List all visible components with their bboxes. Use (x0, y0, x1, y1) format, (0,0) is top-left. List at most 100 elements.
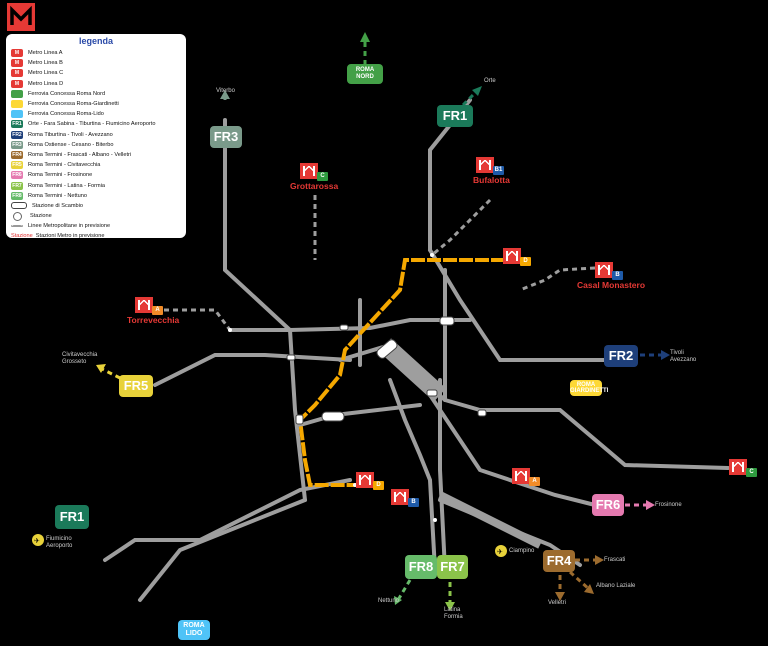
legend-item-label: Metro Linea A (28, 50, 63, 57)
metro-d-line (297, 258, 505, 487)
legend-item-label: Metro Linea B (28, 60, 63, 67)
metro-station-grottarossa[interactable]: C Grottarossa (290, 163, 338, 191)
roma-lido-badge[interactable]: ROMA LIDO (178, 620, 210, 640)
track-lido (138, 498, 307, 602)
fr6-badge[interactable]: FR6 (592, 494, 624, 516)
svg-text:✈: ✈ (497, 549, 503, 556)
fr4-badge[interactable]: FR4 (543, 550, 575, 572)
legend-item-label: Orte - Fara Sabina - Tiburtina - Fiumici… (28, 121, 156, 128)
legend-item-label: Ferrovia Concessa Roma-Lido (28, 111, 104, 118)
metro-station-casal-monastero[interactable]: B Casal Monastero (577, 262, 645, 290)
metro-m-icon: D (503, 248, 531, 266)
legend-item-label: Ferrovia Concessa Roma-Giardinetti (28, 101, 119, 108)
track-fr2 (428, 248, 617, 362)
destination-tivoli: Tivoli Avezzano (670, 350, 697, 363)
metro-b-south-terminal[interactable]: B (391, 489, 419, 507)
legend-swatch-icon: FR7 (11, 181, 23, 190)
track-fr5 (153, 353, 352, 387)
metro-line-letter: D (373, 481, 384, 490)
metro-station-bufalotta[interactable]: B1 Bufalotta (473, 157, 510, 185)
metro-line-letter: A (152, 306, 163, 315)
metro-m-icon: B (391, 489, 419, 507)
fr1-south-badge[interactable]: FR1 (55, 505, 89, 529)
svg-text:✈: ✈ (34, 538, 40, 545)
exchange-symbol-icon (11, 202, 27, 210)
legend-swatch-icon: FR6 (11, 171, 23, 180)
fr3-badge[interactable]: FR3 (210, 126, 242, 148)
destination-latina: Latina Formia (444, 607, 463, 620)
fr1-north-badge[interactable]: FR1 (437, 105, 473, 127)
metro-d-south-terminal[interactable]: D (356, 472, 384, 490)
metro-d-north-terminal[interactable]: D (503, 248, 531, 266)
legend-item: M Metro Linea D (11, 79, 181, 89)
legend-item-label: Metro Linea D (28, 80, 64, 87)
metro-m-icon: A (135, 297, 163, 315)
legend-item-label: Roma Tiburtina - Tivoli - Avezzano (28, 131, 113, 138)
legend-item-label: Metro Linea C (28, 70, 64, 77)
legend-swatch-icon (11, 100, 23, 109)
legend-item-label: Roma Termini - Latina - Formia (28, 182, 105, 189)
legend-swatch-icon: FR3 (11, 140, 23, 149)
metro-c-east-terminal[interactable]: C (729, 459, 757, 477)
metro-line-letter: D (520, 257, 531, 266)
legend-item-label: Roma Termini - Civitavecchia (28, 162, 101, 169)
legend-swatch-icon: FR8 (11, 191, 23, 200)
dashed-line-icon (11, 225, 23, 228)
metro-line-letter: B (612, 271, 623, 280)
legend-swatch-icon (11, 89, 23, 98)
metro-line-letter: C (746, 468, 757, 477)
legend-item-label: Roma Termini - Nettuno (28, 192, 87, 199)
legend-item: FR2 Roma Tiburtina - Tivoli - Avezzano (11, 130, 181, 140)
fr2-badge[interactable]: FR2 (604, 345, 638, 367)
legend-swatch-icon (11, 110, 23, 119)
legend-station-row: Stazione (11, 211, 181, 221)
fr7-badge[interactable]: FR7 (437, 555, 468, 579)
fr5-badge[interactable]: FR5 (119, 375, 153, 397)
roma-giardinetti-badge[interactable]: ROMA GIARDINETTI (570, 380, 609, 396)
legend-swatch-icon: M (11, 69, 23, 78)
destination-velletri: Velletri (548, 600, 567, 606)
legend-exchange-row: Stazione di Scambio (11, 201, 181, 211)
roma-nord-badge[interactable]: ROMA NORD (347, 64, 383, 84)
destination-viterbo: Viterbo (216, 88, 235, 94)
legend-exchange-label: Stazione di Scambio (32, 202, 83, 209)
metro-line-letter: B (408, 498, 419, 507)
legend-swatch-icon: M (11, 59, 23, 68)
metro-logo (7, 3, 35, 31)
destination-frosinone: Frosinone (655, 502, 682, 508)
fr4-corridor (438, 491, 542, 549)
metro-station-torrevecchia[interactable]: A Torrevecchia (127, 297, 179, 325)
legend-swatch-icon: M (11, 79, 23, 88)
legend-item: FR8 Roma Termini - Nettuno (11, 191, 181, 201)
metro-m-icon: B1 (476, 157, 504, 175)
metro-m-icon: C (729, 459, 757, 477)
destination-albano: Albano Laziale (596, 583, 636, 589)
legend-planned-lines-row: Linee Metropolitane in previsione (11, 221, 181, 231)
destination-fiumicino: Fiumicino Aeroporto (46, 536, 73, 549)
station-name: Bufalotta (473, 175, 510, 185)
station-name: Torrevecchia (127, 315, 180, 325)
station-symbol-icon (13, 211, 22, 221)
track-fr7 (438, 378, 447, 572)
fr8-badge[interactable]: FR8 (405, 555, 437, 579)
metro-a-east-terminal[interactable]: A (512, 468, 540, 486)
destination-arrows (99, 38, 663, 605)
legend-planned-stations-prefix: Stazione (11, 233, 33, 240)
legend-title: legenda (78, 36, 113, 46)
legend-swatch-icon: FR1 (11, 120, 23, 129)
legend-planned-stations-label: Stazioni Metro in previsione (35, 233, 105, 240)
metro-m-icon: B (595, 262, 623, 280)
legend-swatch-icon: FR2 (11, 130, 23, 139)
termini-corridor (378, 338, 447, 402)
metro-line-letter: A (529, 477, 540, 486)
airport-icons: ✈ ✈ (32, 534, 507, 557)
legend-item: FR7 Roma Termini - Latina - Formia (11, 180, 181, 190)
track-fr3 (223, 118, 307, 502)
track-north-ring (228, 318, 472, 332)
